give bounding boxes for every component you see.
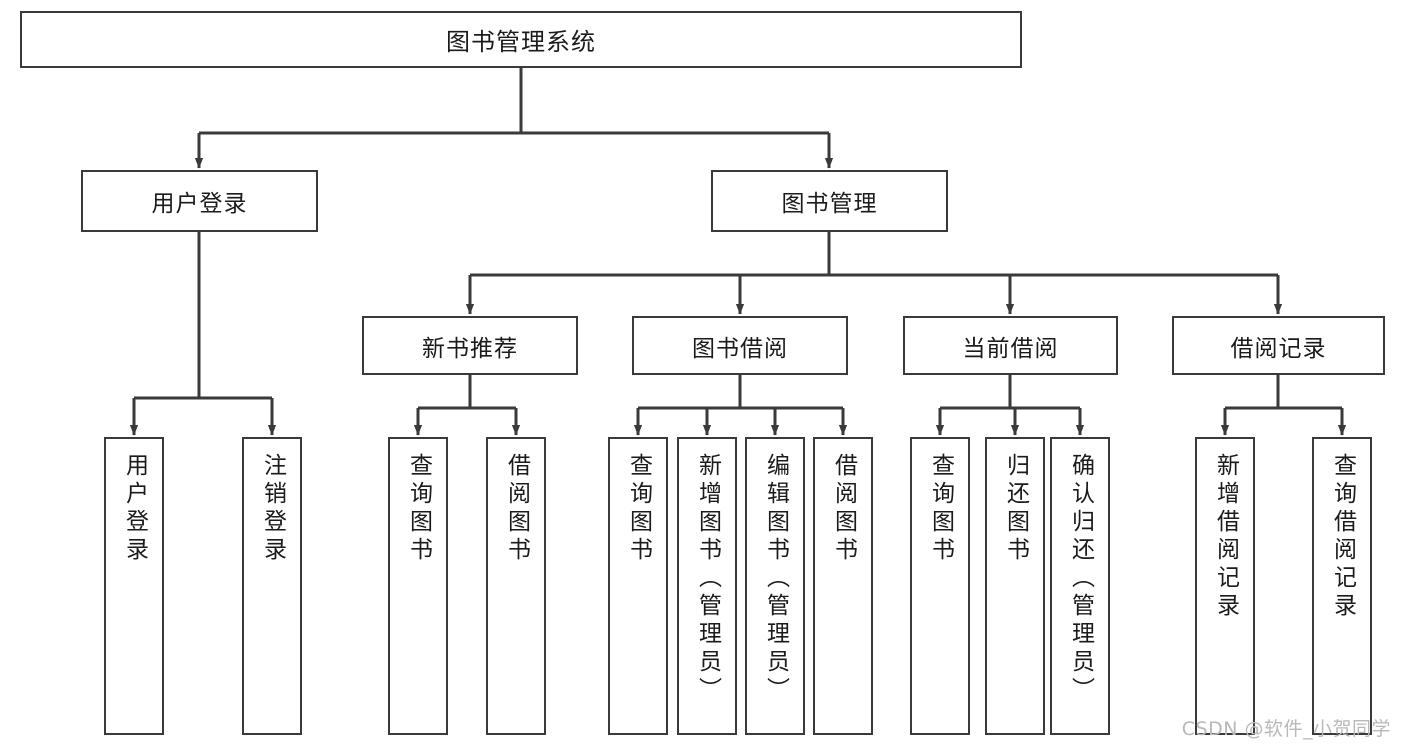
node-book-manage[interactable]: 图书管理	[711, 170, 948, 232]
node-label: 查询图书	[625, 453, 652, 565]
node-root-图书管理系统[interactable]: 图书管理系统	[20, 11, 1022, 68]
node-leaf-borrow-book-1[interactable]: 借阅图书	[486, 437, 546, 735]
node-label: 注销登录	[259, 453, 286, 565]
node-leaf-query-book-2[interactable]: 查询图书	[608, 437, 668, 735]
node-user-login[interactable]: 用户登录	[81, 170, 318, 232]
node-label: 查询图书	[927, 453, 954, 565]
node-leaf-return-book[interactable]: 归还图书	[985, 437, 1045, 735]
node-label: 确认归还（管理员）	[1067, 453, 1094, 705]
node-label: 编辑图书（管理员）	[762, 453, 789, 705]
node-leaf-logout[interactable]: 注销登录	[242, 437, 302, 735]
node-current-borrow[interactable]: 当前借阅	[903, 316, 1118, 375]
node-label: 图书借阅	[692, 335, 788, 362]
node-leaf-edit-book[interactable]: 编辑图书（管理员）	[745, 437, 805, 735]
node-leaf-query-book-1[interactable]: 查询图书	[388, 437, 448, 735]
node-label: 图书管理	[781, 191, 878, 217]
node-label: 用户登录	[151, 191, 248, 217]
node-leaf-add-record[interactable]: 新增借阅记录	[1195, 437, 1255, 735]
node-label: 图书管理系统	[446, 28, 596, 56]
node-leaf-add-book[interactable]: 新增图书（管理员）	[677, 437, 737, 735]
node-label: 新增图书（管理员）	[694, 453, 721, 705]
node-borrow-record[interactable]: 借阅记录	[1172, 316, 1385, 375]
node-label: 归还图书	[1002, 453, 1029, 565]
node-label: 查询借阅记录	[1329, 453, 1356, 621]
node-label: 新增借阅记录	[1212, 453, 1239, 621]
node-label: 查询图书	[405, 453, 432, 565]
node-book-borrow[interactable]: 图书借阅	[632, 316, 848, 375]
node-leaf-confirm-return[interactable]: 确认归还（管理员）	[1050, 437, 1110, 735]
node-label: 借阅图书	[503, 453, 530, 565]
node-leaf-user-login[interactable]: 用户登录	[104, 437, 164, 735]
node-leaf-query-book-3[interactable]: 查询图书	[910, 437, 970, 735]
node-label: 用户登录	[121, 453, 148, 565]
node-new-book-recommend[interactable]: 新书推荐	[362, 316, 578, 375]
node-label: 借阅图书	[830, 453, 857, 565]
node-label: 借阅记录	[1230, 335, 1327, 362]
node-label: 当前借阅	[962, 335, 1059, 362]
node-leaf-borrow-book-2[interactable]: 借阅图书	[813, 437, 873, 735]
node-leaf-query-record[interactable]: 查询借阅记录	[1312, 437, 1372, 735]
node-label: 新书推荐	[422, 335, 518, 362]
